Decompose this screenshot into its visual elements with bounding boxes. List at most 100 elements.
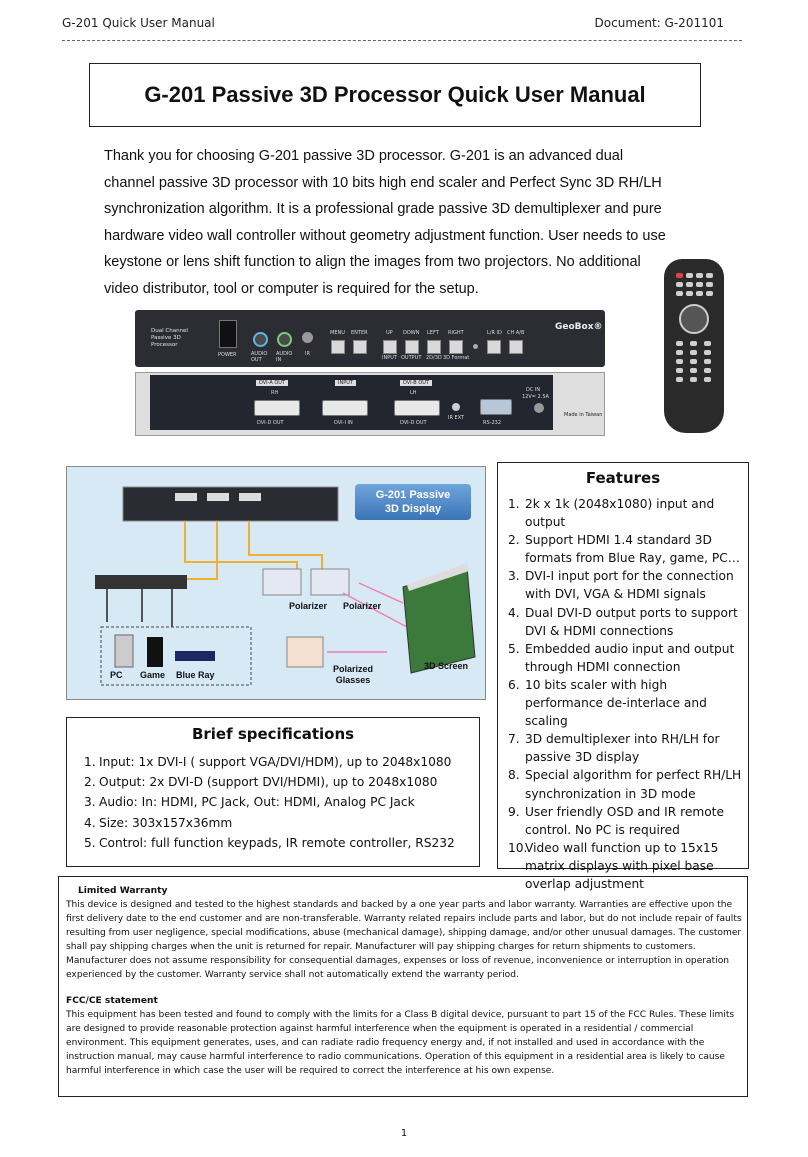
menu-button: [331, 340, 345, 354]
bluray-player-icon: [175, 651, 215, 661]
spec-item: 5.Control: full function keypads, IR rem…: [84, 833, 474, 853]
header-doc-title: G-201 Quick User Manual: [62, 16, 215, 30]
dvi-d-out-label-2: DVI-D OUT: [400, 420, 427, 426]
indicator-led: [473, 344, 478, 349]
spec-number: 2.: [84, 775, 96, 790]
spec-item: 3.Audio: In: HDMI, PC Jack, Out: HDMI, A…: [84, 792, 474, 812]
ch-ab-label: CH A/B: [507, 330, 525, 336]
feature-text: 10 bits scaler with high performance de-…: [525, 677, 707, 729]
polarized-glasses-label: Polarized Glasses: [333, 664, 373, 686]
made-in-label: Made in Taiwan: [564, 412, 603, 418]
feature-text: DVI-I input port for the connection with…: [525, 569, 734, 602]
ir-sensor: [302, 332, 313, 343]
spec-text: Input: 1x DVI-I ( support VGA/DVI/HDM), …: [99, 755, 452, 769]
feature-number: 2.: [508, 533, 520, 548]
enter-label: ENTER: [351, 330, 368, 336]
left-label: LEFT: [427, 330, 439, 336]
remote-dpad: [679, 304, 709, 334]
lr-id-label: L/R ID: [487, 330, 502, 336]
warranty-text: This device is designed and tested to th…: [66, 900, 742, 952]
fcc-text: This equipment has been tested and found…: [66, 1010, 735, 1076]
warranty-text-2: Manufacturer does not assume responsibil…: [66, 956, 730, 980]
rh-label: RH: [271, 390, 279, 396]
ir-ext-label: IR EXT: [448, 415, 465, 421]
spec-item: 4.Size: 303x157x36mm: [84, 813, 474, 833]
fcc-title: FCC/CE statement: [66, 996, 158, 1006]
intro-line: keystone or lens shift function to align…: [104, 254, 641, 270]
diagram-title-line: G-201 Passive: [375, 489, 451, 501]
specs-box: [66, 717, 480, 867]
polarizer-label-2: Polarizer: [343, 601, 382, 611]
feature-number: 1.: [508, 497, 520, 511]
feature-text: Special algorithm for perfect RH/LH sync…: [525, 768, 742, 801]
dvi-i-in-port: [322, 400, 368, 416]
enter-button: [353, 340, 367, 354]
device-back-panel-face: DVI-A OUT INPUT DVI-B OUT RH LH DVI-D OU…: [150, 375, 553, 430]
rs232-port: [480, 399, 512, 415]
intro-line: video distributor, tool or computer is r…: [104, 280, 479, 297]
diagram-port: [207, 493, 229, 501]
features-list: 1. 2k x 1k (2048x1080) input and output 2…: [508, 495, 744, 893]
intro-line: hardware video wall controller without g…: [104, 227, 666, 244]
page-number: 1: [400, 1128, 408, 1139]
feature-text: 3D demultiplexer into RH/LH for passive …: [525, 732, 720, 765]
feature-number: 5.: [508, 641, 520, 656]
audio-in-label: AUDIO IN: [276, 351, 293, 363]
ir-label: IR: [305, 351, 310, 357]
feature-item: 6.10 bits scaler with high performance d…: [508, 676, 744, 730]
diagram-title-line: 3D Display: [384, 503, 442, 515]
dc-in-label: DC IN: [526, 387, 541, 393]
intro-line: channel passive 3D processor with 10 bit…: [104, 174, 662, 191]
dc-spec-label: 12V= 2.5A: [522, 394, 549, 400]
diagram-switch: [95, 575, 187, 589]
page-title: G-201 Passive 3D Processor Quick User Ma…: [144, 82, 646, 107]
brand-logo: GeoBox®: [555, 322, 603, 332]
feature-text: 2k x 1k (2048x1080) input and output: [525, 497, 715, 530]
diagram-port: [175, 493, 197, 501]
pc-label: PC: [110, 670, 123, 680]
spec-item: 2.Output: 2x DVI-D (support DVI/HDMI), u…: [84, 772, 474, 792]
warranty-box: [58, 876, 748, 1097]
intro-paragraph: Thank you for choosing G-201 passive 3D …: [104, 143, 674, 302]
spec-number: 3.: [84, 795, 96, 810]
input-tag: INPUT: [335, 380, 356, 386]
3d-screen-label: 3D Screen: [424, 661, 469, 671]
spec-number: 5.: [84, 835, 96, 850]
game-label: Game: [140, 670, 166, 680]
feature-item: 9.User friendly OSD and IR remote contro…: [508, 803, 744, 839]
spec-number: 1.: [84, 755, 96, 769]
feature-item: 4.Dual DVI-D output ports to support DVI…: [508, 604, 744, 640]
output-label: OUTPUT: [401, 355, 422, 361]
header-divider: [62, 40, 742, 41]
2d3d-label: 2D/3D: [426, 355, 442, 361]
projector-1-icon: [262, 568, 302, 596]
projection-beam: [342, 592, 408, 628]
specs-list: 1.Input: 1x DVI-I ( support VGA/DVI/HDM)…: [84, 752, 474, 853]
lh-label: LH: [410, 390, 417, 396]
feature-text: Dual DVI-D output ports to support DVI &…: [525, 605, 738, 638]
lr-id-button: [487, 340, 501, 354]
feature-number: 10.: [508, 840, 528, 855]
feature-number: 9.: [508, 804, 520, 819]
diagram-port: [239, 493, 261, 501]
3d-format-label: 3D Format: [443, 355, 470, 361]
audio-out-label: AUDIO OUT: [251, 351, 268, 363]
warranty-title: Limited Warranty: [78, 886, 168, 896]
feature-number: 7.: [508, 732, 520, 747]
projector-2-icon: [310, 568, 350, 596]
dvi-d-out-port-2: [394, 400, 440, 416]
right-button: [449, 340, 463, 354]
power-switch: [219, 320, 237, 348]
device-model-line: Passive 3D: [151, 335, 181, 341]
ir-ext-jack: [452, 403, 460, 411]
menu-label: MENU: [330, 330, 345, 336]
cable-input: [177, 521, 218, 580]
feature-item: 7. 3D demultiplexer into RH/LH for passiv…: [508, 730, 744, 766]
intro-line: Thank you for choosing G-201 passive 3D …: [104, 148, 624, 164]
feature-text: Video wall function up to 15x15 matrix d…: [525, 840, 719, 891]
connection-diagram-graphic: [95, 486, 476, 686]
device-model-label: Dual Channel Passive 3D Processor: [151, 328, 188, 349]
power-label: POWER: [218, 352, 237, 358]
sources-box: [100, 626, 252, 686]
projection-beam: [358, 582, 404, 604]
